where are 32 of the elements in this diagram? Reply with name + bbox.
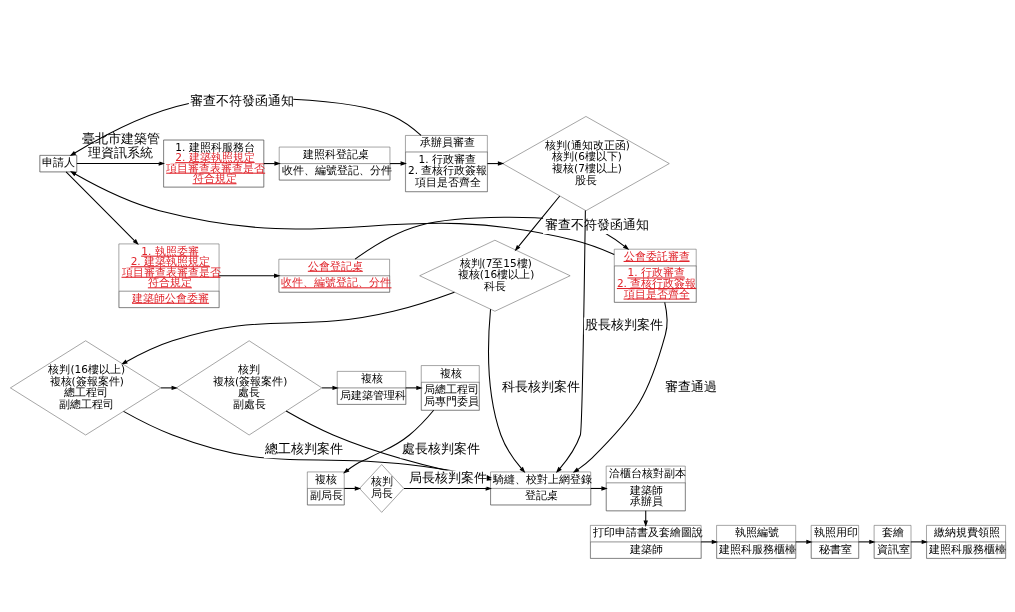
node-diamond: 核判 複核(簽報案件) 處長 副處長	[175, 340, 322, 435]
edge-label: 總工核判案件	[264, 440, 343, 456]
arrow	[321, 385, 339, 390]
edge-label: 局長核判案件	[408, 469, 487, 485]
arrow	[404, 385, 423, 390]
arrow	[487, 308, 525, 473]
node-diamond: 核判(通知改正函)核判(6樓以下)複核(7樓以上) 股長	[501, 115, 670, 211]
arrow	[69, 170, 615, 255]
arrow	[218, 273, 280, 278]
edge-label: 審查通過	[664, 378, 717, 394]
edge-label: 處長核判案件	[401, 440, 480, 456]
node-diamond: 核判(16樓以上)複核(簽報案件) 總工程司 副總工程司	[9, 340, 161, 435]
arrow	[514, 195, 560, 251]
arrow	[486, 160, 504, 166]
arrow	[402, 485, 492, 491]
arrow	[160, 385, 178, 390]
edge-label: 科長核判案件	[501, 378, 580, 394]
arrow	[700, 539, 718, 544]
arrow	[65, 170, 139, 245]
arrow	[910, 539, 928, 544]
node-diamond: 核判(7至15樓)複核(16樓以上) 科長	[418, 239, 570, 311]
arrow	[75, 160, 165, 166]
arrow	[343, 485, 361, 491]
arrow	[857, 539, 876, 544]
node-diamond: 核判 局長	[358, 463, 404, 513]
arrow	[794, 539, 813, 544]
arrow	[572, 301, 668, 473]
edge-label: 審查不符發函通知	[189, 92, 294, 108]
edge-label: 股長核判案件	[584, 316, 663, 332]
arrow	[120, 291, 455, 365]
arrow	[555, 209, 586, 473]
arrow	[342, 409, 434, 473]
